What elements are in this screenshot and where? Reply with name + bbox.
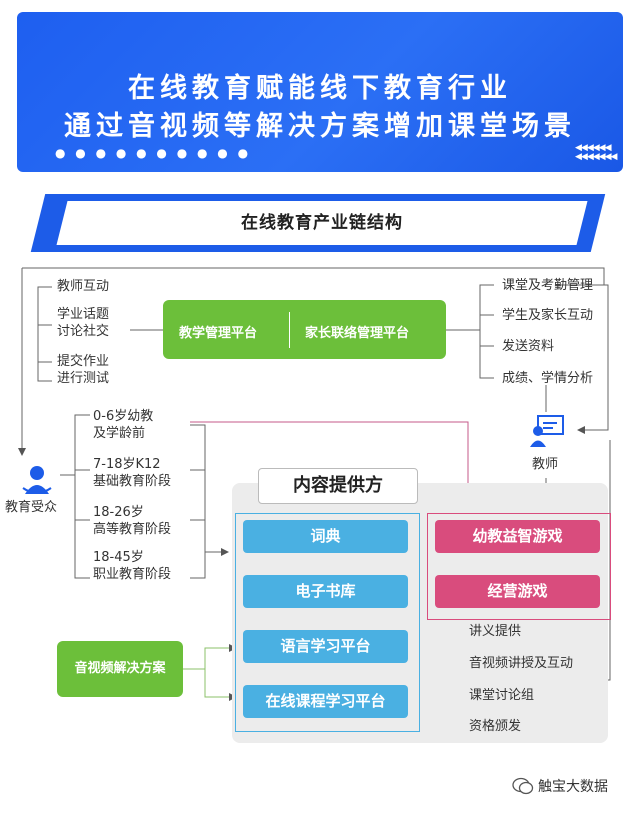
item-online-course-platform: 在线课程学习平台: [243, 685, 408, 718]
age-group-line2: 及学龄前: [93, 426, 146, 441]
brand-label: 触宝大数据: [538, 779, 608, 795]
header-banner: 在线教育赋能线下教育行业 通过音视频等解决方案增加课堂场景 ● ● ● ● ● …: [17, 12, 623, 172]
age-group-line1: 18-45岁: [93, 550, 144, 565]
wechat-icon: [512, 777, 534, 795]
age-group-line2: 高等教育阶段: [93, 522, 172, 537]
age-group-line1: 18-26岁: [93, 505, 144, 520]
item-dictionary: 词典: [243, 520, 408, 553]
teacher-label: 教师: [532, 457, 559, 472]
content-provider-title: 内容提供方: [258, 468, 418, 504]
teaching-management-platform: 教学管理平台: [179, 326, 258, 341]
item-teacher-interaction: 教师互动: [57, 279, 110, 294]
management-platform-bar: [163, 300, 446, 359]
item-av-teaching: 音视频讲授及互动: [469, 656, 574, 671]
item-discussion-social: 讨论社交: [57, 324, 110, 339]
teacher-icon: [530, 415, 564, 447]
blue-items-group: [235, 513, 420, 732]
item-ebook-library: 电子书库: [243, 575, 408, 608]
item-academic-topics: 学业话题: [57, 307, 110, 322]
header-title-line1: 在线教育赋能线下教育行业: [128, 73, 512, 104]
item-send-materials: 发送资料: [502, 339, 555, 354]
section-title: 在线教育产业链结构: [241, 213, 403, 233]
learner-label: 教育受众: [5, 500, 58, 515]
header-title-line2: 通过音视频等解决方案增加课堂场景: [64, 111, 576, 142]
item-language-platform: 语言学习平台: [243, 630, 408, 663]
item-submit-homework: 提交作业: [57, 354, 110, 369]
platform-divider: [289, 312, 290, 348]
decor-arrows: ◀◀◀◀◀◀◀◀◀◀◀◀◀: [575, 143, 617, 162]
item-edu-games: 幼教益智游戏: [435, 520, 600, 553]
item-class-attendance: 课堂及考勤管理: [502, 278, 594, 293]
item-grades-analysis: 成绩、学情分析: [502, 371, 594, 386]
item-certification: 资格颁发: [469, 719, 522, 734]
age-group-line2: 职业教育阶段: [93, 567, 172, 582]
pink-items-group: [427, 513, 611, 620]
age-group-line2: 基础教育阶段: [93, 474, 172, 489]
item-business-games: 经营游戏: [435, 575, 600, 608]
decor-dots: ● ● ● ● ● ● ● ● ● ●: [55, 146, 252, 160]
age-group-line1: 0-6岁幼教: [93, 409, 154, 424]
av-solution-box: 音视频解决方案: [57, 641, 183, 697]
learner-icon: [22, 466, 52, 494]
item-lecture-notes: 讲义提供: [469, 624, 522, 639]
item-student-parent-interaction: 学生及家长互动: [502, 308, 594, 323]
age-group-line1: 7-18岁K12: [93, 457, 161, 472]
item-testing: 进行测试: [57, 371, 110, 386]
item-class-discussion: 课堂讨论组: [469, 688, 535, 703]
parent-contact-platform: 家长联络管理平台: [305, 326, 410, 341]
